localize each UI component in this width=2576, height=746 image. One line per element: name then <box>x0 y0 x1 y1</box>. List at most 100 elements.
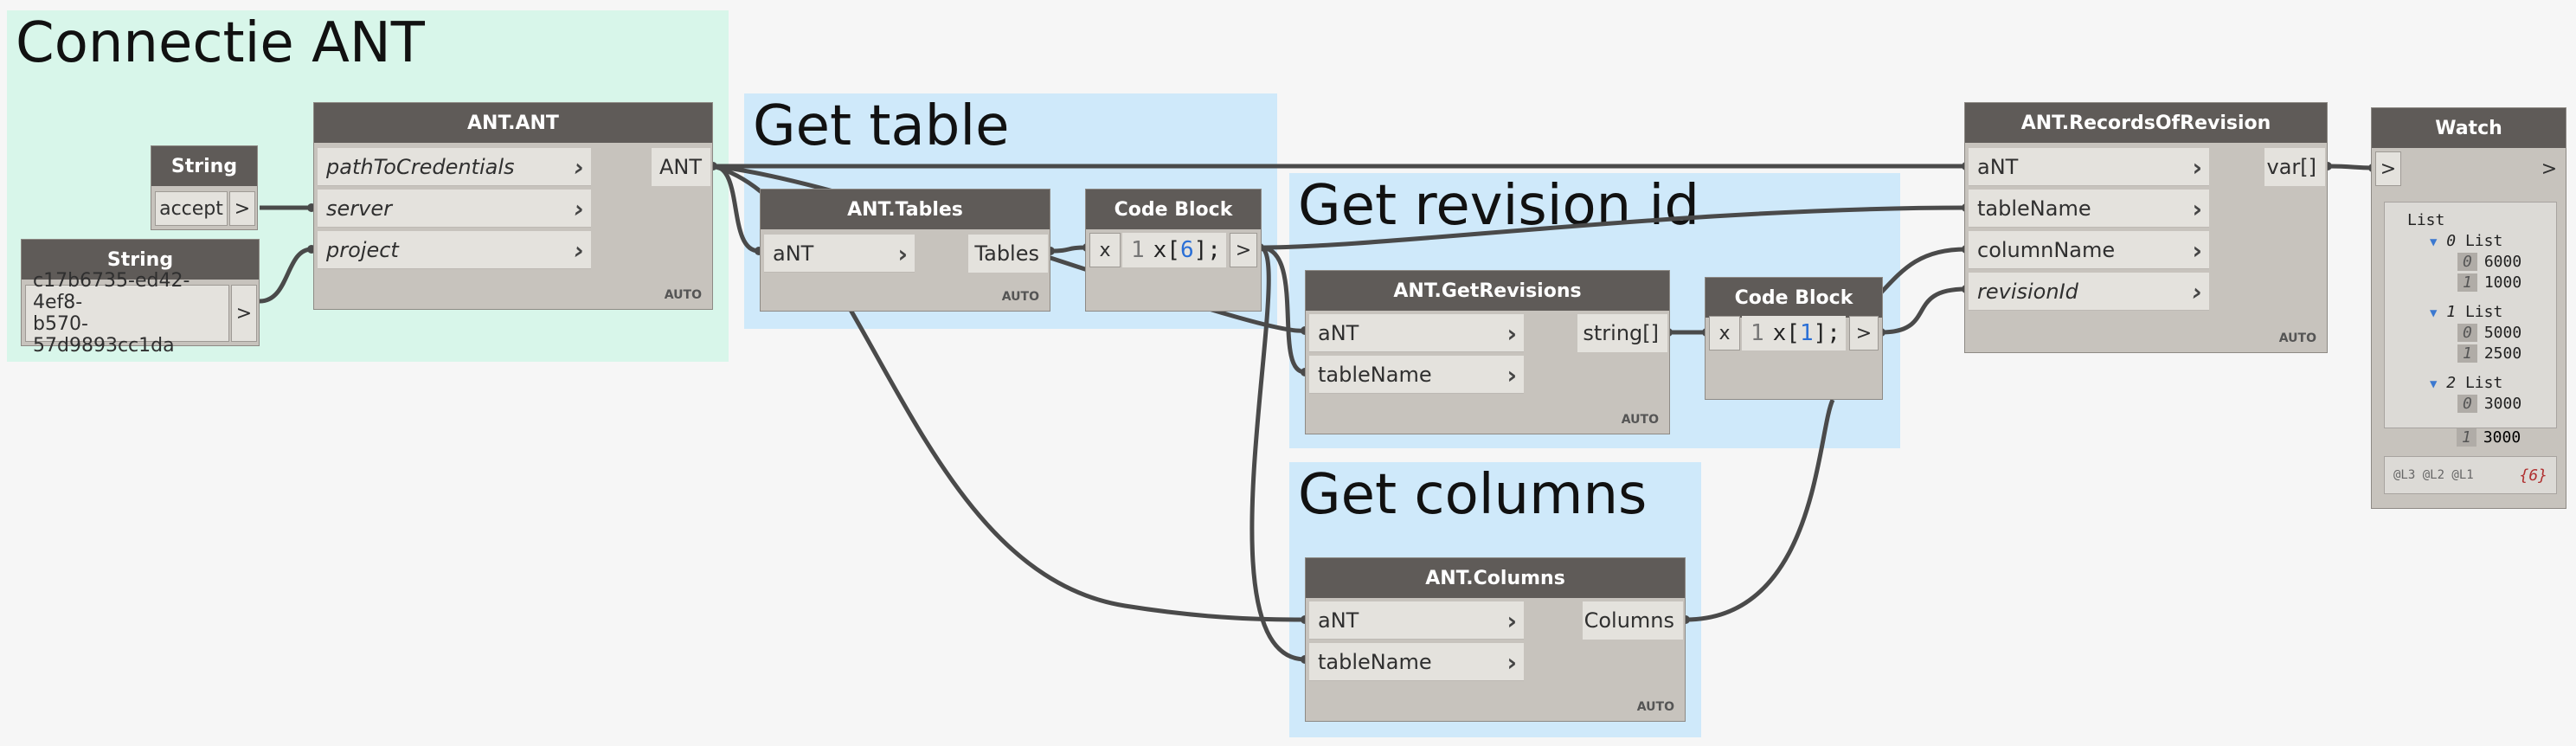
output-port[interactable]: > <box>229 191 255 226</box>
output-port-ANT[interactable]: ANT <box>652 148 710 186</box>
chevron-right-icon: › <box>2192 235 2202 265</box>
input-port-aNT[interactable]: aNT › <box>1309 314 1524 352</box>
chevron-right-icon: › <box>2192 277 2202 306</box>
node-title: String <box>151 146 257 186</box>
input-port-aNT[interactable]: aNT› <box>764 235 915 273</box>
node-title: String <box>22 240 259 280</box>
input-port-columnName[interactable]: columnName› <box>1969 231 2209 269</box>
group-title: Get revision id <box>1298 174 1699 238</box>
watch-footer: @L3 @L2 @L1 {6} <box>2384 456 2557 494</box>
chevron-right-icon: › <box>574 194 584 223</box>
input-port-pathToCredentials[interactable]: pathToCredentials › <box>318 148 591 186</box>
node-title: Code Block <box>1706 278 1882 318</box>
string-value-field[interactable]: c17b6735-ed42-4ef8- b570-57d9893cc1da <box>25 270 229 357</box>
code-block-node[interactable]: Code Block x 1 x[1]; > <box>1705 277 1883 400</box>
code-text: ]; <box>1193 237 1221 263</box>
list-index: 2 <box>2446 374 2457 392</box>
watch-item: 0 3000 <box>2457 395 2521 413</box>
watch-root-label: List <box>2407 211 2445 229</box>
output-port[interactable]: > <box>231 285 257 342</box>
input-port-revisionId[interactable]: revisionId › <box>1969 273 2209 311</box>
port-label: tableName <box>1977 196 2091 221</box>
string-node-project-id[interactable]: String c17b6735-ed42-4ef8- b570-57d9893c… <box>21 239 260 357</box>
item-value: 3000 <box>2483 395 2522 413</box>
item-index: 0 <box>2457 253 2477 271</box>
watch-list-2: ▼ 2 List <box>2430 374 2502 392</box>
item-count: {6} <box>2519 466 2547 485</box>
input-port-tableName[interactable]: tableName › <box>1309 356 1524 394</box>
item-index: 1 <box>2457 344 2477 363</box>
item-value: 5000 <box>2483 324 2522 342</box>
string-value-line: b570-57d9893cc1da <box>33 313 175 357</box>
expand-triangle-icon: ▼ <box>2430 377 2438 391</box>
node-title: ANT.RecordsOfRevision <box>1965 103 2327 143</box>
output-port-Tables[interactable]: Tables <box>968 235 1048 273</box>
chevron-right-icon: › <box>1506 318 1517 348</box>
ant-ant-node[interactable]: ANT.ANT pathToCredentials› server› proje… <box>313 102 713 310</box>
item-index: 0 <box>2457 395 2477 413</box>
input-port[interactable]: > <box>2375 151 2401 186</box>
chevron-right-icon: › <box>574 235 584 265</box>
item-value: 6000 <box>2483 253 2522 271</box>
input-port-tableName[interactable]: tableName › <box>1969 190 2209 228</box>
output-port-Columns[interactable]: Columns <box>1583 601 1683 640</box>
output-port-string-array[interactable]: string[] <box>1577 314 1667 352</box>
port-label: aNT <box>1977 154 2019 179</box>
level-labels: @L3 @L2 @L1 <box>2393 468 2474 482</box>
input-port-server[interactable]: server› <box>318 190 591 228</box>
chevron-right-icon: › <box>574 152 584 182</box>
chevron-right-icon: › <box>2192 152 2202 182</box>
item-index: 1 <box>2457 428 2476 447</box>
output-port-var-array[interactable]: var[] <box>2264 148 2325 186</box>
input-port-aNT[interactable]: aNT› <box>1309 601 1524 640</box>
port-label: aNT <box>1318 320 1359 345</box>
watch-item: 1 2500 <box>2457 344 2521 363</box>
chevron-right-icon: › <box>1506 606 1517 635</box>
ant-recordsofrevision-node[interactable]: ANT.RecordsOfRevision aNT › tableName › co… <box>1964 102 2328 353</box>
item-value: 2500 <box>2483 344 2522 363</box>
node-title: ANT.Columns <box>1306 558 1685 598</box>
ant-tables-node[interactable]: ANT.Tables aNT› Tables AUTO <box>760 189 1050 312</box>
item-value: 3000 <box>2483 428 2521 447</box>
output-port[interactable]: > <box>2536 151 2562 186</box>
expand-triangle-icon: ▼ <box>2430 235 2438 249</box>
list-label: List <box>2464 374 2503 392</box>
code-index: 1 <box>1799 320 1814 346</box>
ant-getrevisions-node[interactable]: ANT.GetRevisions aNT› tableName› string[… <box>1305 270 1670 434</box>
code-editor[interactable]: 1 x[6]; <box>1122 233 1226 267</box>
input-port-tableName[interactable]: tableName› <box>1309 643 1524 681</box>
code-editor[interactable]: 1 x[1]; <box>1742 316 1846 350</box>
node-title: ANT.Tables <box>761 190 1050 229</box>
output-port[interactable]: > <box>1230 233 1257 267</box>
input-port-x[interactable]: x <box>1709 316 1740 350</box>
ant-columns-node[interactable]: ANT.Columns aNT› tableName› Columns AUTO <box>1305 557 1686 722</box>
chevron-right-icon: › <box>1506 360 1517 389</box>
wire <box>2327 164 2374 170</box>
input-port-aNT[interactable]: aNT › <box>1969 148 2209 186</box>
item-value: 1000 <box>2483 273 2522 292</box>
list-label: List <box>2464 303 2503 321</box>
code-block-node[interactable]: Code Block x 1 x[6]; > <box>1085 189 1262 312</box>
input-port-x[interactable]: x <box>1089 233 1121 267</box>
line-number: 1 <box>1131 237 1145 263</box>
watch-list-0: ▼ 0 List <box>2430 232 2502 250</box>
group-title: Get columns <box>1298 463 1648 527</box>
watch-tree-view[interactable]: List ▼ 0 List 0 6000 1 1000 ▼ 1 List 0 5000… <box>2384 202 2557 428</box>
port-label: revisionId <box>1977 279 2078 304</box>
watch-item: 0 5000 <box>2457 324 2521 342</box>
list-index: 0 <box>2446 232 2457 250</box>
list-label: List <box>2464 232 2503 250</box>
list-index: 1 <box>2446 303 2457 321</box>
node-title: Code Block <box>1086 190 1261 229</box>
string-node-accept[interactable]: String accept > <box>151 145 258 230</box>
string-value-field[interactable]: accept <box>155 191 228 226</box>
item-index: 0 <box>2457 324 2477 342</box>
code-index: 6 <box>1179 237 1194 263</box>
lacing-label: AUTO <box>664 288 702 302</box>
input-port-project[interactable]: project› <box>318 231 591 269</box>
output-port[interactable]: > <box>1849 316 1879 350</box>
port-label: pathToCredentials <box>326 154 515 179</box>
port-label: tableName <box>1318 362 1432 387</box>
chevron-right-icon: › <box>2192 194 2202 223</box>
